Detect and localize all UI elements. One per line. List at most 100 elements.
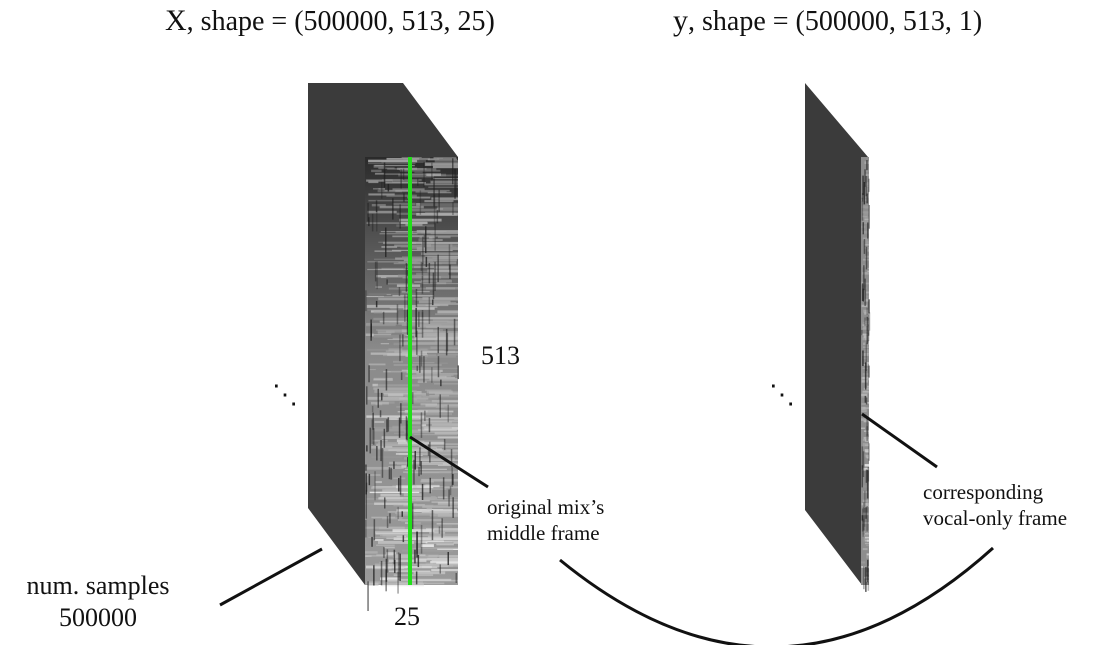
spectrogram-dark-streak xyxy=(367,581,369,611)
spectrogram-streak xyxy=(371,169,382,173)
spectrogram-dark-streak xyxy=(455,573,457,583)
spectrogram-streak xyxy=(428,555,458,557)
spectrogram-streak xyxy=(401,333,409,336)
y-callout-text: corresponding vocal-only frame xyxy=(923,479,1067,531)
spectrogram-streak xyxy=(428,186,458,188)
spectrogram-dark-streak xyxy=(424,410,426,422)
y-callout-leader xyxy=(861,412,938,469)
spectrogram-streak xyxy=(425,389,452,391)
spectrogram-dark-streak xyxy=(412,392,414,405)
spectrogram-streak xyxy=(378,497,403,500)
spectrogram-streak xyxy=(867,402,869,404)
spectrogram-streak xyxy=(867,194,869,198)
spectrogram-streak xyxy=(427,255,458,257)
spectrogram-dark-streak xyxy=(387,417,390,432)
spectrogram-dark-streak xyxy=(866,469,869,499)
spectrogram-streak xyxy=(377,331,392,335)
spectrogram-streak xyxy=(365,323,396,327)
spectrogram-streak xyxy=(377,189,403,193)
spectrogram-dark-streak xyxy=(421,312,424,318)
spectrogram-streak xyxy=(366,322,420,325)
spectrogram-streak xyxy=(374,539,384,541)
spectrogram-dark-streak xyxy=(416,531,418,558)
spectrogram-streak xyxy=(398,173,447,177)
spectrogram-streak xyxy=(413,331,458,334)
spectrogram-streak xyxy=(864,538,869,541)
spectrogram-streak xyxy=(864,439,869,442)
spectrogram-streak xyxy=(438,353,458,356)
spectrogram-dark-streak xyxy=(406,309,409,335)
spectrogram-streak xyxy=(406,472,451,475)
spectrogram-dark-streak xyxy=(418,467,420,477)
spectrogram-streak xyxy=(368,293,422,295)
spectrogram-streak xyxy=(368,193,395,196)
spectrogram-streak xyxy=(396,449,447,453)
spectrogram-streak xyxy=(862,346,869,348)
spectrogram-streak xyxy=(407,196,431,199)
spectrogram-streak xyxy=(378,541,415,544)
spectrogram-streak xyxy=(377,330,395,334)
spectrogram-streak xyxy=(401,323,458,326)
spectrogram-streak xyxy=(372,486,408,488)
spectrogram-dark-streak xyxy=(431,510,434,541)
spectrogram-dark-streak xyxy=(375,300,378,308)
spectrogram-dark-streak xyxy=(373,565,375,586)
spectrogram-dark-streak xyxy=(376,209,378,232)
spectrogram-dark-streak xyxy=(445,328,448,356)
spectrogram-streak xyxy=(396,406,445,408)
spectrogram-dark-streak xyxy=(437,254,439,283)
spectrogram-streak xyxy=(392,529,435,532)
spectrogram-streak xyxy=(864,206,869,209)
y-vocal-frame-texture xyxy=(861,160,871,592)
spectrogram-dark-streak xyxy=(371,405,374,413)
spectrogram-streak xyxy=(867,385,869,388)
spectrogram-streak xyxy=(404,396,422,399)
spectrogram-streak xyxy=(371,204,386,207)
spectrogram-streak xyxy=(411,208,458,212)
spectrogram-dark-streak xyxy=(419,190,422,215)
spectrogram-dark-streak xyxy=(368,217,370,227)
spectrogram-dark-streak xyxy=(422,236,424,265)
spectrogram-dark-streak xyxy=(397,571,399,594)
spectrogram-streak xyxy=(387,483,417,486)
spectrogram-streak xyxy=(433,157,457,160)
spectrogram-streak xyxy=(433,539,438,543)
spectrogram-streak xyxy=(382,517,403,520)
spectrogram-streak xyxy=(405,223,423,226)
spectrogram-streak xyxy=(430,346,458,350)
spectrogram-dark-streak xyxy=(861,508,864,532)
spectrogram-dark-streak xyxy=(864,490,866,507)
spectrogram-dark-streak xyxy=(450,449,453,467)
spectrogram-streak xyxy=(390,308,408,310)
spectrogram-dark-streak xyxy=(365,290,367,312)
spectrogram-streak xyxy=(864,240,869,244)
spectrogram-streak xyxy=(436,213,457,216)
spectrogram-dark-streak xyxy=(865,176,868,197)
spectrogram-dark-streak xyxy=(419,447,421,466)
spectrogram-dark-streak xyxy=(438,189,440,212)
spectrogram-streak xyxy=(864,173,869,177)
spectrogram-streak xyxy=(379,320,430,323)
spectrogram-streak xyxy=(437,206,458,210)
spectrogram-dark-streak xyxy=(442,477,445,500)
spectrogram-streak xyxy=(401,520,413,523)
spectrogram-streak xyxy=(374,173,435,175)
spectrogram-streak xyxy=(439,302,457,304)
spectrogram-dark-streak xyxy=(379,410,382,418)
spectrogram-streak xyxy=(417,381,427,383)
spectrogram-dark-streak xyxy=(437,326,439,354)
spectrogram-streak xyxy=(390,418,449,420)
spectrogram-dark-streak xyxy=(452,158,454,185)
spectrogram-dark-streak xyxy=(866,566,868,576)
spectrogram-dark-streak xyxy=(448,244,451,270)
spectrogram-dark-streak xyxy=(406,294,409,322)
spectrogram-streak xyxy=(417,399,458,401)
spectrogram-streak xyxy=(373,334,406,338)
spectrogram-streak xyxy=(382,489,432,493)
spectrogram-streak xyxy=(422,357,428,360)
spectrogram-streak xyxy=(436,207,444,210)
spectrogram-streak xyxy=(867,502,869,506)
spectrogram-dark-streak xyxy=(413,459,415,485)
spectrogram-streak xyxy=(414,281,424,283)
spectrogram-dark-streak xyxy=(420,524,423,554)
